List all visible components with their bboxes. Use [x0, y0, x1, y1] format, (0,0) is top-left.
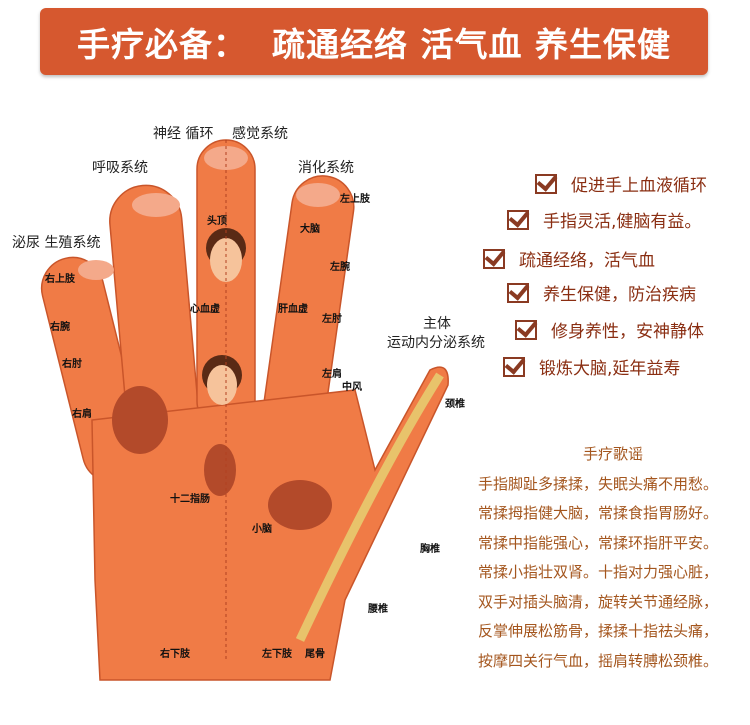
part-label: 胸椎: [420, 544, 440, 555]
song-line: 反掌伸展松筋骨，揉揉十指祛头痛，: [478, 622, 719, 640]
label-digestive: 消化系统: [298, 160, 354, 176]
part-label: 尾骨: [305, 649, 325, 660]
benefit-text: 修身养性，安神静体: [551, 322, 704, 342]
song-line: 常揉中指能强心，常揉环指肝平安。: [478, 533, 719, 552]
song-line: 手指脚趾多揉揉，失眠头痛不用愁。: [478, 474, 719, 493]
part-label: 右下肢: [160, 649, 190, 660]
label-nerve: 神经 循环: [153, 126, 214, 142]
checkbox-icon: [507, 282, 529, 303]
song-line: 按摩四关行气血，摇肩转膊松颈椎。: [478, 651, 719, 670]
part-label: 左上肢: [340, 194, 370, 205]
part-label: 十二指肠: [170, 494, 210, 505]
title-banner: 手疗必备： 疏通经络 活气血 养生保健: [40, 8, 708, 75]
part-label: 肝血虚: [278, 304, 308, 315]
part-label: 右上肢: [45, 274, 75, 285]
part-label: 左肘: [322, 314, 342, 325]
song-line: 双手对插头脑清，旋转关节通经脉，: [478, 592, 719, 611]
part-label: 腰椎: [368, 604, 388, 615]
part-label: 右腕: [50, 322, 70, 333]
checkbox-icon: [503, 356, 525, 377]
part-label: 中风: [342, 382, 362, 393]
benefit-text: 手指灵活,健脑有益。: [543, 212, 702, 232]
label-main: 主体: [423, 316, 451, 332]
label-urinary: 泌尿 生殖系统: [12, 235, 101, 251]
song-line: 常揉小指壮双肾。十指对力强心脏，: [478, 563, 719, 581]
banner-title: 手疗必备： 疏通经络 活气血 养生保健: [77, 24, 671, 64]
part-label: 小脑: [252, 524, 272, 535]
part-label: 头顶: [207, 216, 227, 227]
label-respiratory: 呼吸系统: [92, 160, 148, 176]
part-label: 右肩: [72, 409, 92, 420]
hand-diagram: [40, 139, 449, 681]
benefit-item: 疏通经络，活气血: [483, 246, 655, 271]
benefit-item: 手指灵活,健脑有益。: [507, 207, 701, 232]
song-title: 手疗歌谣: [582, 445, 643, 463]
benefit-text: 养生保健，防治疾病: [543, 285, 696, 305]
checkbox-icon: [535, 173, 557, 194]
part-label: 右肘: [62, 359, 82, 370]
part-label: 左腕: [330, 262, 350, 273]
song-line: 常揉拇指健大脑，常揉食指胃肠好。: [478, 504, 719, 522]
part-label: 颈椎: [445, 399, 465, 410]
benefit-item: 锻炼大脑,延年益寿: [503, 354, 680, 379]
benefit-text: 疏通经络，活气血: [519, 251, 655, 271]
benefit-item: 养生保健，防治疾病: [507, 280, 696, 305]
hand-therapy-song: 手疗歌谣 手指脚趾多揉揉，失眠头痛不用愁。 常揉拇指健大脑，常揉食指胃肠好。 常…: [478, 440, 748, 676]
part-label: 左下肢: [262, 649, 292, 660]
benefit-text: 锻炼大脑,延年益寿: [539, 359, 681, 379]
label-sense: 感觉系统: [232, 126, 288, 142]
checkbox-icon: [507, 209, 529, 230]
label-motor: 运动内分泌系统: [387, 335, 485, 351]
checkbox-icon: [515, 319, 537, 340]
benefit-text: 促进手上血液循环: [571, 176, 707, 196]
part-label: 大脑: [300, 224, 320, 235]
checkbox-icon: [483, 248, 505, 269]
part-label: 心血虚: [190, 304, 220, 315]
benefit-item: 修身养性，安神静体: [515, 317, 704, 342]
palm: [91, 366, 449, 681]
benefit-item: 促进手上血液循环: [535, 171, 707, 196]
part-label: 左肩: [322, 369, 342, 380]
